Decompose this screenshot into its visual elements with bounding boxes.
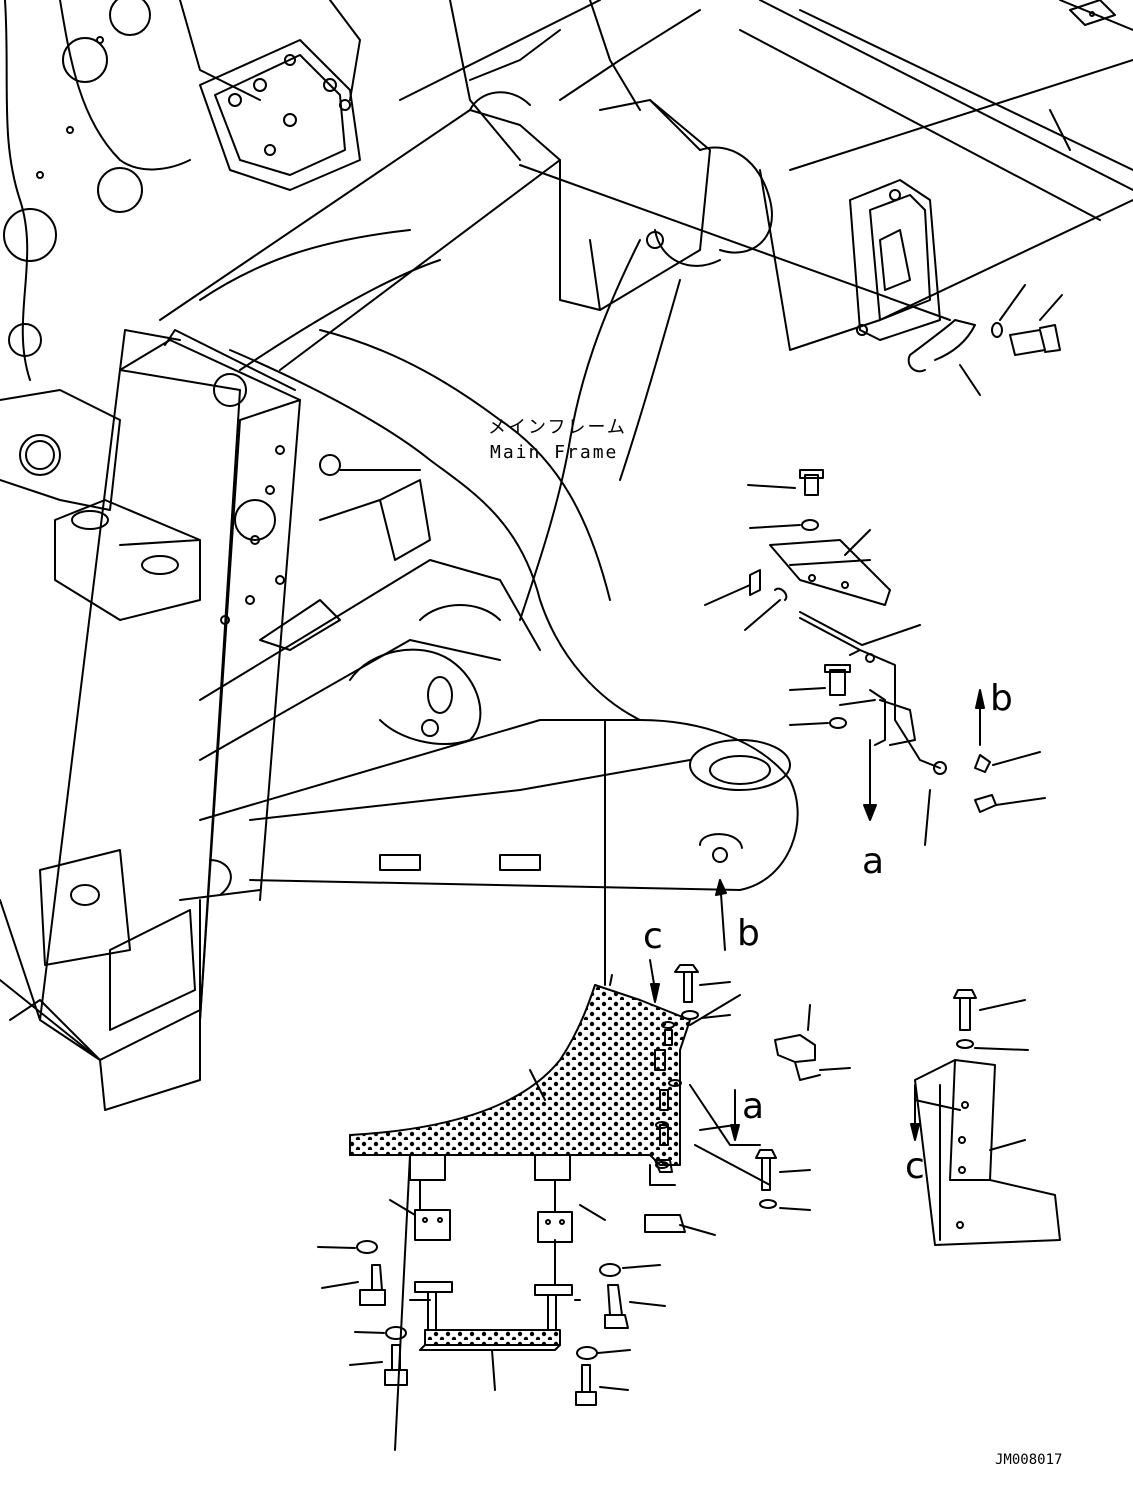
ref-letter-a-lower: a [742,1086,764,1127]
tube-assembly-upper-right [519,164,1063,396]
perforated-step-plate [349,719,771,1186]
main-frame-structure [0,0,1133,1111]
side-bracket-right [910,989,1061,1246]
lower-step-assembly [317,1154,666,1451]
main-frame-label-en: Main Frame [490,442,618,463]
step-plate-fasteners [644,959,851,1236]
corner-clip [1069,0,1116,26]
ref-letter-b-upper: b [990,678,1013,719]
bracket-assembly-right [704,469,1046,846]
drawing-code: JM008017 [995,1452,1062,1468]
ref-letter-a-upper: a [862,841,884,882]
ref-letter-c-left: c [643,916,663,957]
main-frame-label-jp: メインフレーム [488,417,627,438]
reference-arrows [715,879,727,951]
ref-letter-b-lower: b [737,913,760,954]
ref-letter-c-right: c [905,1146,925,1187]
